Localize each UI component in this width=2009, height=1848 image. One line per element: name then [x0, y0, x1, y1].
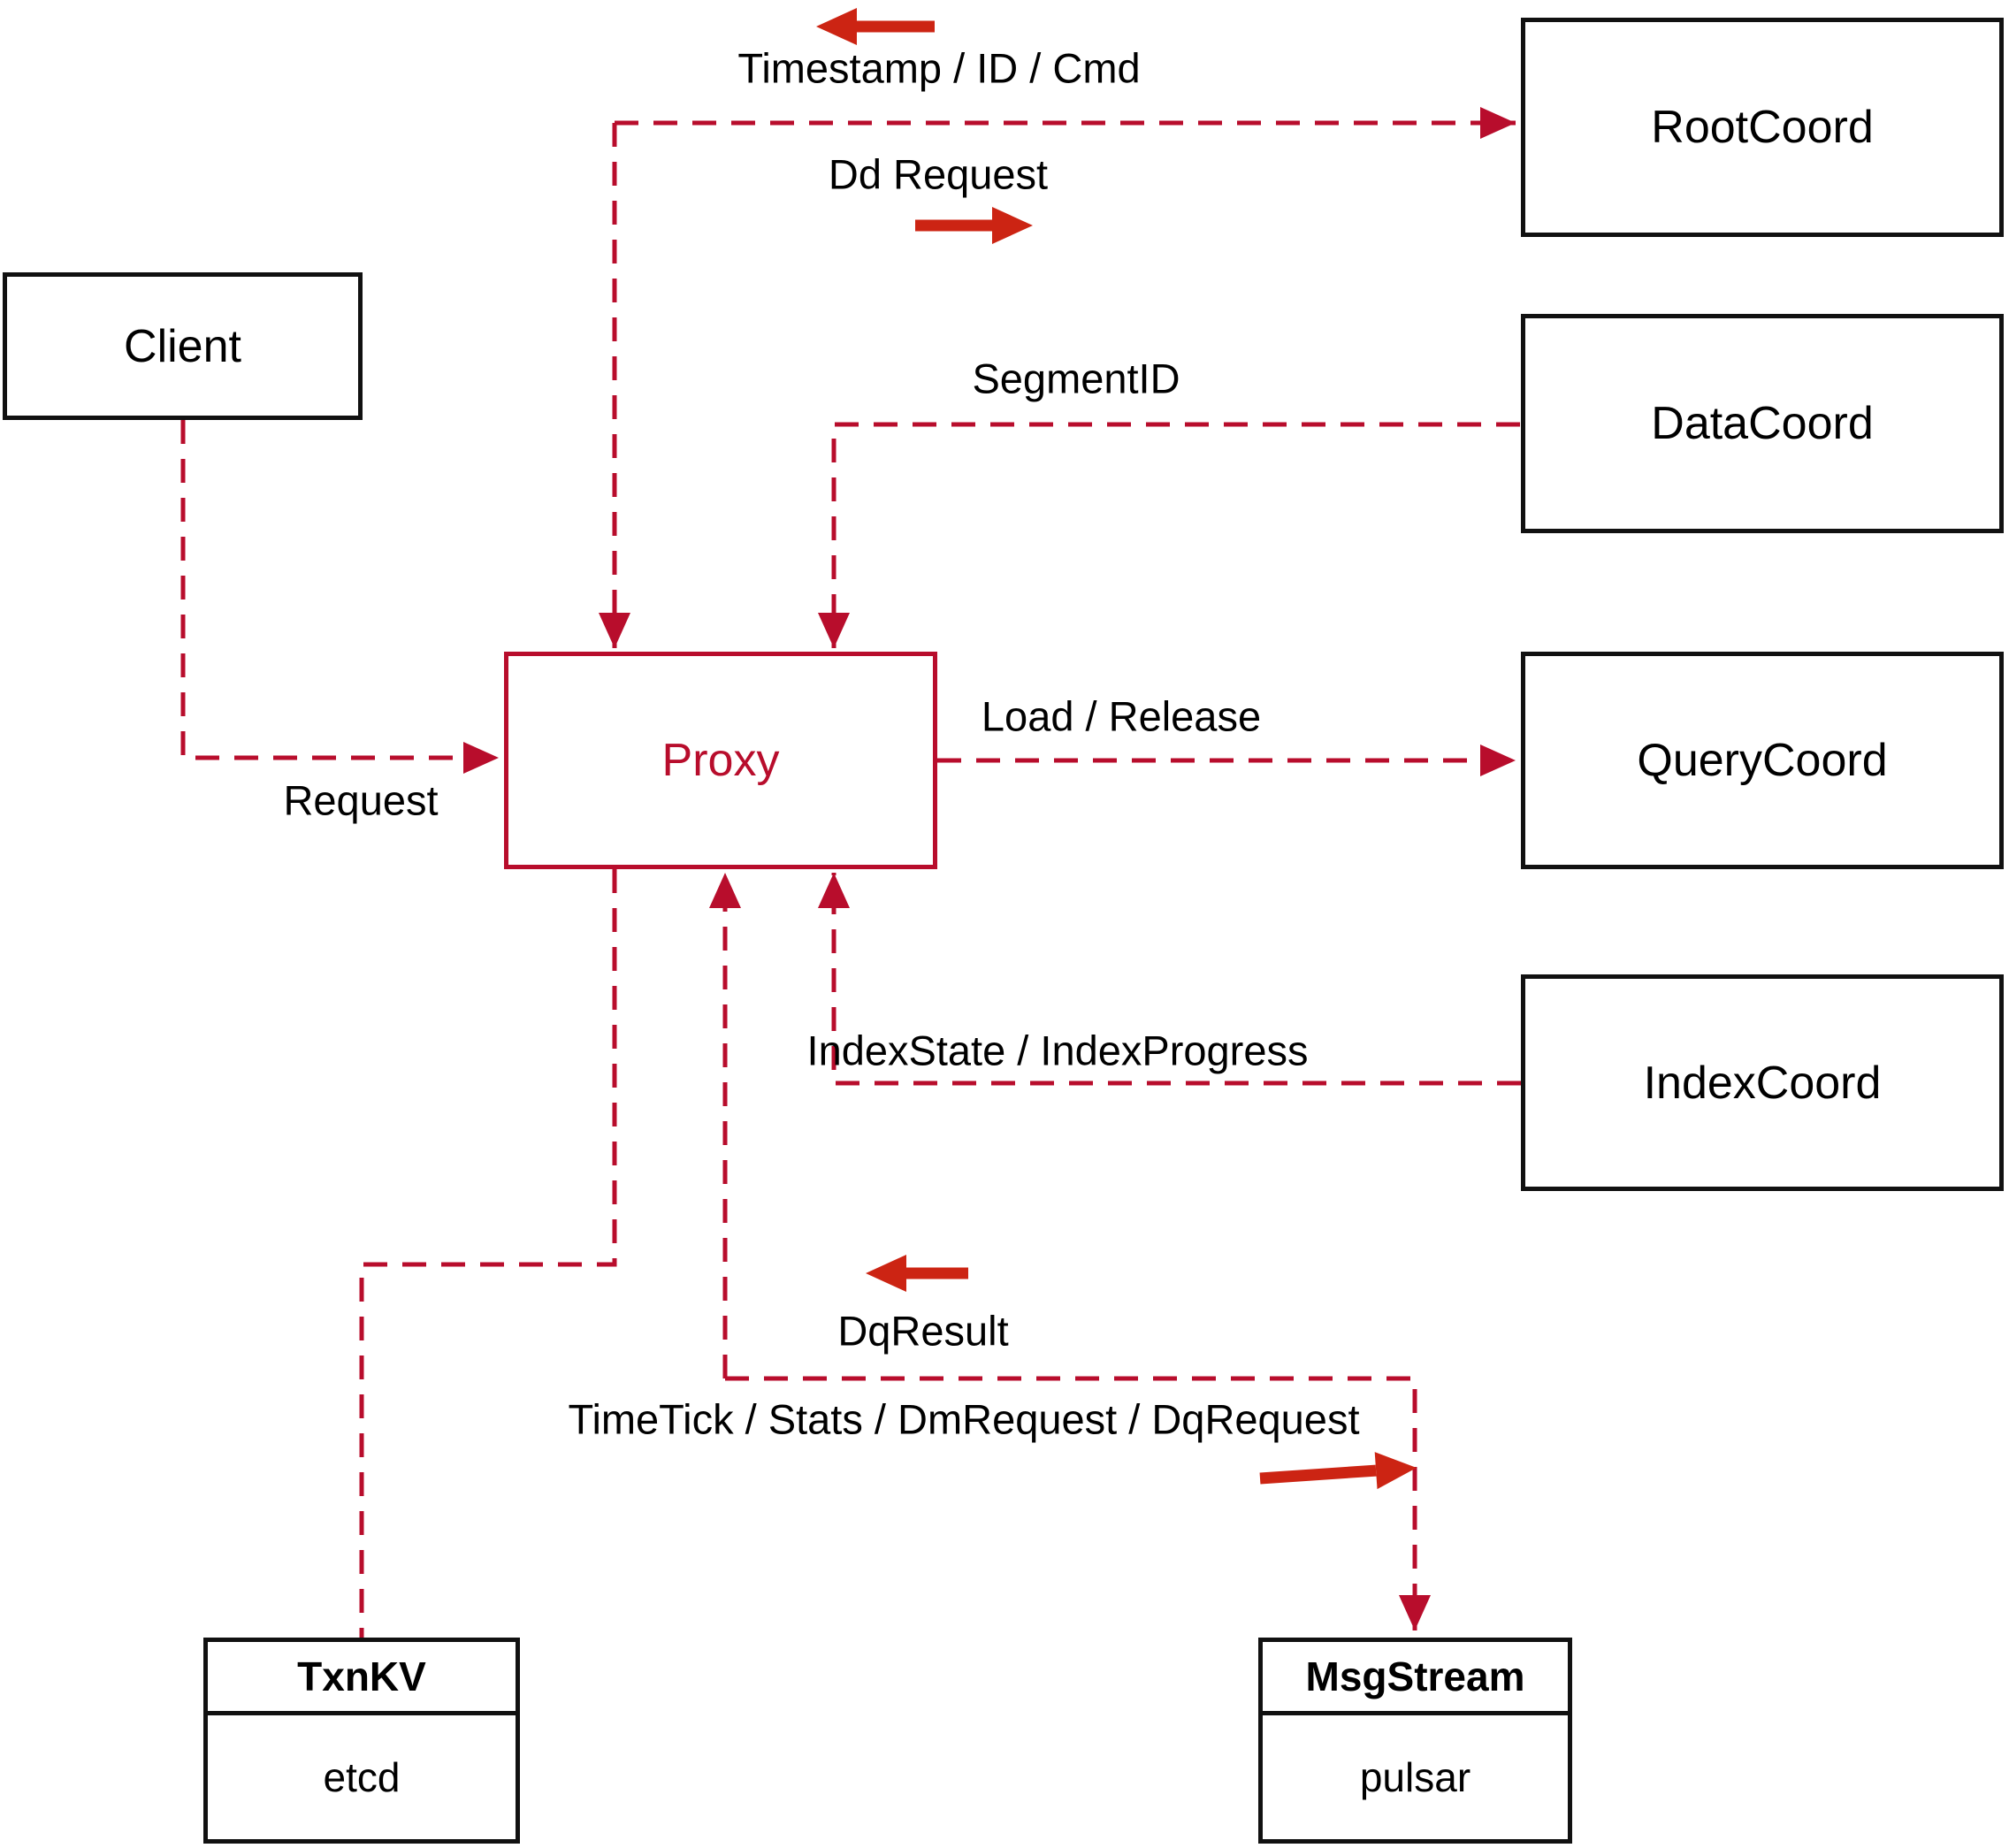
- node-indexcoord: IndexCoord: [1521, 974, 2004, 1191]
- edge-label-index-state: IndexState / IndexProgress: [806, 1027, 1309, 1074]
- node-client-label: Client: [124, 320, 241, 372]
- edge-label-dq-result: DqResult: [837, 1307, 1009, 1355]
- edge-proxy-to-txnkv: [359, 869, 617, 1638]
- node-indexcoord-label: IndexCoord: [1643, 1057, 1882, 1109]
- edge-label-load-release: Load / Release: [981, 692, 1262, 740]
- edge-label-request: Request: [283, 776, 439, 824]
- node-datacoord-label: DataCoord: [1651, 398, 1874, 449]
- time-tick-direction-arrow: [1259, 1464, 1377, 1485]
- timestamp-direction-arrow-head-icon: [816, 8, 857, 45]
- node-rootcoord-label: RootCoord: [1651, 102, 1874, 153]
- edge-label-dd-request: Dd Request: [828, 150, 1049, 198]
- edge-datacoord-to-proxy: [818, 422, 1520, 648]
- edge-indexcoord-to-proxy: [818, 873, 1521, 1086]
- edge-label-timestamp: Timestamp / ID / Cmd: [737, 44, 1141, 92]
- edge-label-time-tick: TimeTick / Stats / DmRequest / DqRequest: [568, 1395, 1360, 1443]
- node-querycoord-label: QueryCoord: [1637, 735, 1888, 786]
- node-msgstream-title: MsgStream: [1263, 1642, 1568, 1715]
- node-msgstream-subtitle: pulsar: [1359, 1754, 1471, 1800]
- dd-request-direction-arrow-head-icon: [992, 207, 1033, 244]
- node-msgstream: MsgStream pulsar: [1258, 1638, 1572, 1844]
- node-proxy: Proxy: [504, 652, 937, 869]
- node-proxy-label: Proxy: [661, 735, 780, 786]
- node-querycoord: QueryCoord: [1521, 652, 2004, 869]
- node-txnkv: TxnKV etcd: [203, 1638, 520, 1844]
- node-txnkv-subtitle: etcd: [323, 1754, 401, 1800]
- edge-proxy-to-msgstream: [725, 1376, 1431, 1630]
- node-rootcoord: RootCoord: [1521, 18, 2004, 237]
- time-tick-direction-arrow-head-icon: [1374, 1452, 1417, 1490]
- node-txnkv-title: TxnKV: [208, 1642, 516, 1715]
- edge-label-segment-id: SegmentID: [972, 355, 1180, 402]
- node-client: Client: [3, 272, 363, 420]
- edge-client-to-proxy: [180, 420, 499, 774]
- dq-result-direction-arrow-head-icon: [866, 1255, 906, 1292]
- node-datacoord: DataCoord: [1521, 314, 2004, 533]
